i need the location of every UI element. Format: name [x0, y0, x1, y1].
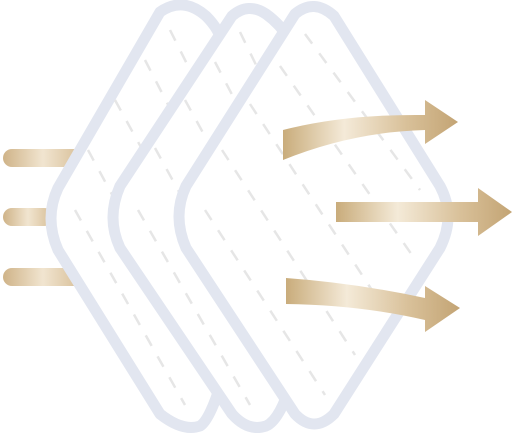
input-stream-icon [3, 149, 83, 167]
arrow-right-icon [336, 188, 512, 236]
input-stream-icon [3, 268, 83, 286]
filter-layer-3 [173, 1, 454, 430]
arrow-right-icon [286, 278, 460, 332]
input-streams [3, 149, 83, 286]
input-stream-icon [3, 208, 53, 226]
output-arrows [283, 100, 512, 332]
arrow-right-icon [283, 100, 458, 160]
